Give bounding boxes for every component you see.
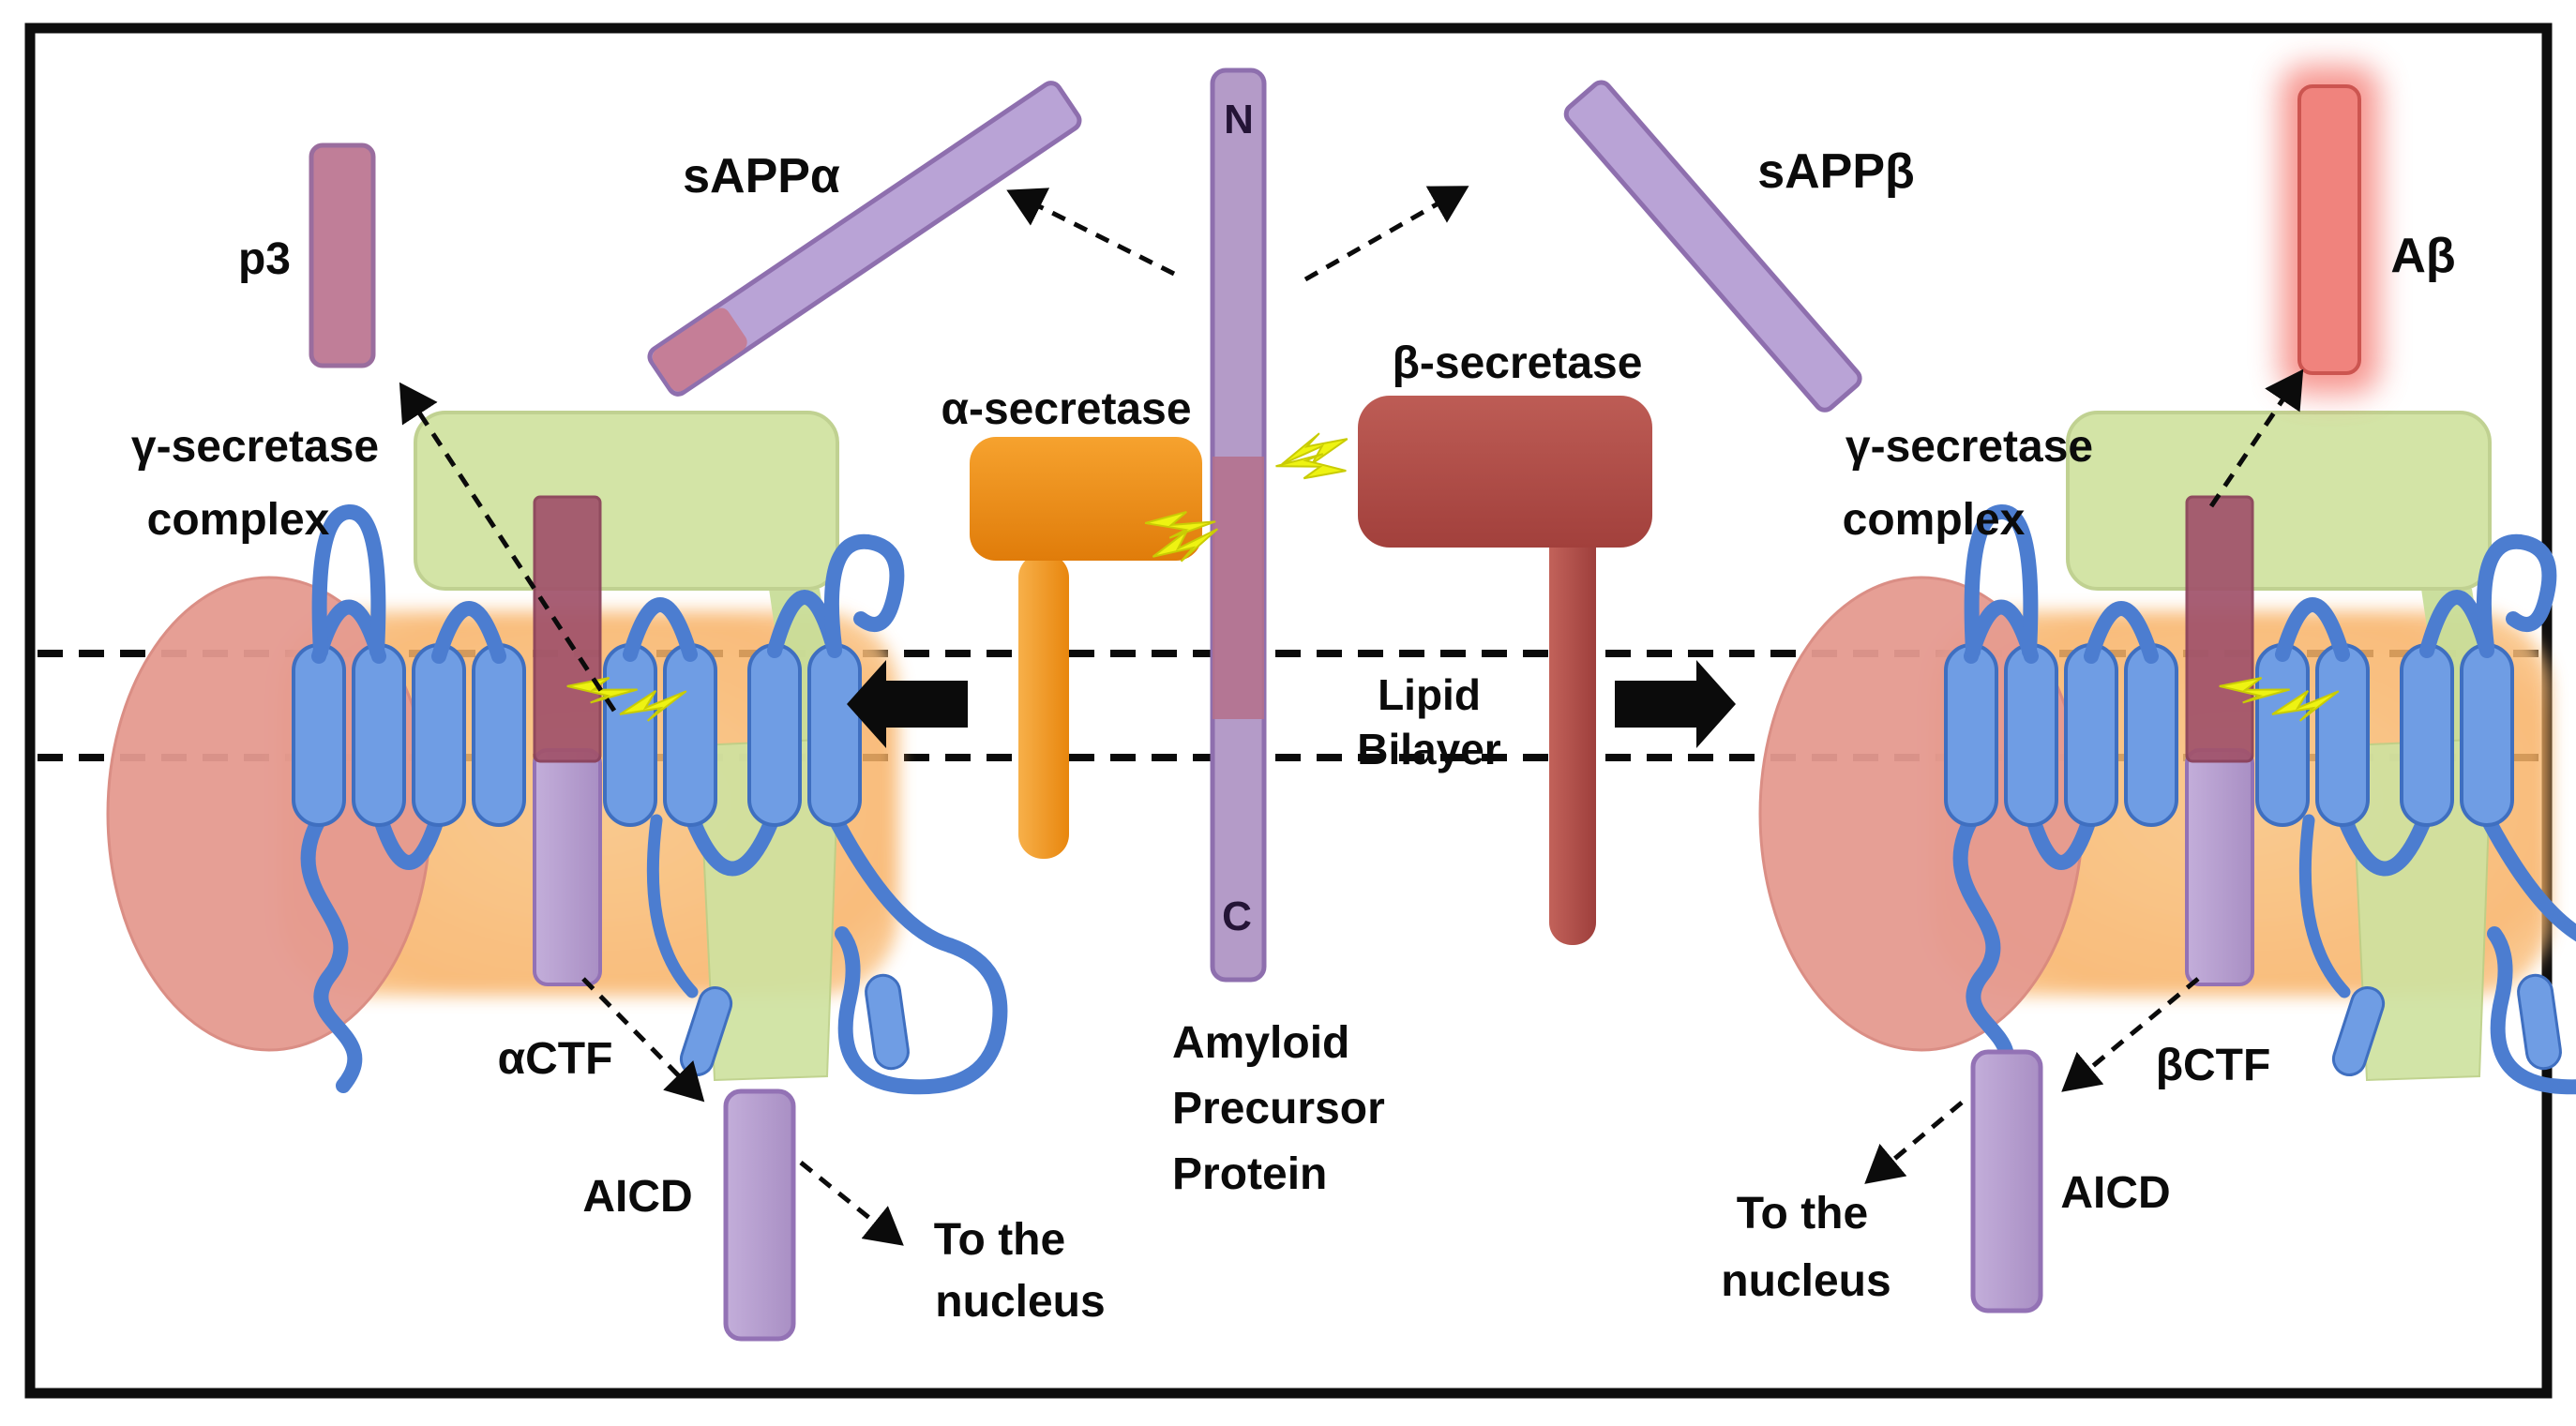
helix-bar [412,643,466,827]
helix-bar [472,643,526,827]
helix-bar [663,643,717,827]
amyloid-beta-label: Aβ [2390,229,2455,283]
sapp-beta-bar [1563,80,1862,413]
app-n-terminus: N [1224,97,1254,143]
beta-secretase-head [1358,396,1652,548]
helix-big-loop [827,810,1008,1095]
dashed-arrow-icon-app-to-sappalpha [1006,188,1176,277]
beta-secretase-label: β-secretase [1393,338,1643,388]
p3-fragment-bar [309,143,376,368]
nucleus-left-line1: To the [934,1215,1065,1265]
lipid-bilayer-line2: Bilayer [1357,725,1501,773]
gamma-secretase-complex-left [106,411,1008,1095]
lipid-bilayer-label: Lipid Bilayer [1357,670,1501,773]
amyloid-beta-bar [2281,66,2379,394]
nicastrin-green-box [414,411,839,591]
aicd-label-right: AICD [2060,1168,2170,1218]
helix-bar [603,643,657,827]
helix-loop [431,601,506,664]
helix-bar [292,643,346,827]
gamma-secretase-left-line1: γ-secretase [131,422,379,472]
nucleus-right-line1: To the [1737,1189,1868,1238]
abeta-core [2297,84,2361,375]
helix-loop [371,806,446,870]
sapp-beta-body [1563,80,1862,413]
helix-bar [352,643,406,827]
beta-ctf-label: βCTF [2156,1041,2271,1090]
pathway-arrows [399,186,2304,1246]
helix-tall-loop [311,504,386,659]
helix-bar [747,643,802,827]
aicd-label-left: AICD [582,1172,692,1222]
alpha-ctf-label: αCTF [498,1034,613,1084]
ctf-stub-red [533,495,602,763]
app-label-line1: Amyloid [1172,1018,1349,1068]
amyloid-precursor-protein-label: Amyloid Precursor Protein [1172,1018,1385,1199]
block-arrow-icon-right [1615,660,1736,748]
transmembrane-helices [292,643,862,827]
beta-secretase-handle [1549,525,1596,945]
alpha-secretase-enzyme [970,437,1202,859]
sapp-alpha-label: sAPPα [683,149,840,203]
helix-loop [623,597,698,662]
helix-bar [807,643,862,827]
dashed-arrow-icon-complex-to-p3 [399,382,617,713]
helix-curl [823,533,905,654]
aicd-bar-left [723,1088,796,1342]
helix-loops-bottom [300,806,1008,1095]
gamma-secretase-right-line2: complex [1843,495,2026,545]
helix-dangling-strand [646,814,699,998]
dashed-arrow-icon-bctf-to-aicd [2061,977,2200,1092]
alpha-secretase-handle [1018,553,1069,859]
ctf-stub-purple [533,748,602,986]
beta-secretase-enzyme [1358,396,1652,945]
dashed-arrow-icon-actf-to-aicd [581,977,705,1103]
amyloid-precursor-protein-bar: N C [1210,68,1267,983]
to-the-nucleus-label-left: To the nucleus [934,1215,1106,1327]
p3-label: p3 [238,234,291,284]
gamma-secretase-label-right: γ-secretase complex [1843,422,2093,545]
to-the-nucleus-label-right: To the nucleus [1721,1189,1891,1306]
nucleus-right-line2: nucleus [1721,1256,1891,1306]
alpha-secretase-head [970,437,1202,561]
helix-s-tail [300,813,363,1093]
sapp-alpha-body [647,81,1082,397]
nucleus-left-line2: nucleus [935,1277,1105,1327]
gamma-secretase-left-line2: complex [147,495,330,545]
app-c-terminus: C [1222,893,1252,939]
dashed-arrow-icon-aicd-to-nucleus-right [1864,1101,1964,1184]
app-label-line3: Protein [1172,1149,1327,1199]
dashed-arrow-icon-ctf-to-abeta [2208,368,2304,508]
lipid-bilayer-line1: Lipid [1378,670,1481,719]
aicd-bar-right [1970,1049,2043,1313]
helix-loops-top [311,504,905,664]
app-abeta-segment [1213,457,1264,719]
app-label-line2: Precursor [1172,1084,1385,1133]
helix-loop [683,806,782,877]
alpha-secretase-label: α-secretase [941,384,1191,434]
sapp-beta-label: sAPPβ [1757,144,1915,199]
dashed-arrow-icon-app-to-sappbeta [1303,186,1469,282]
gamma-secretase-label-left: γ-secretase complex [131,422,379,545]
helix-club-end [865,973,910,1071]
block-arrow-icon-left [847,660,968,748]
sapp-alpha-bar [647,81,1082,397]
dashed-arrow-icon-aicd-to-nucleus-left [799,1161,904,1246]
sapp-alpha-pink-tip [652,308,747,392]
gamma-secretase-right-line1: γ-secretase [1845,422,2093,472]
